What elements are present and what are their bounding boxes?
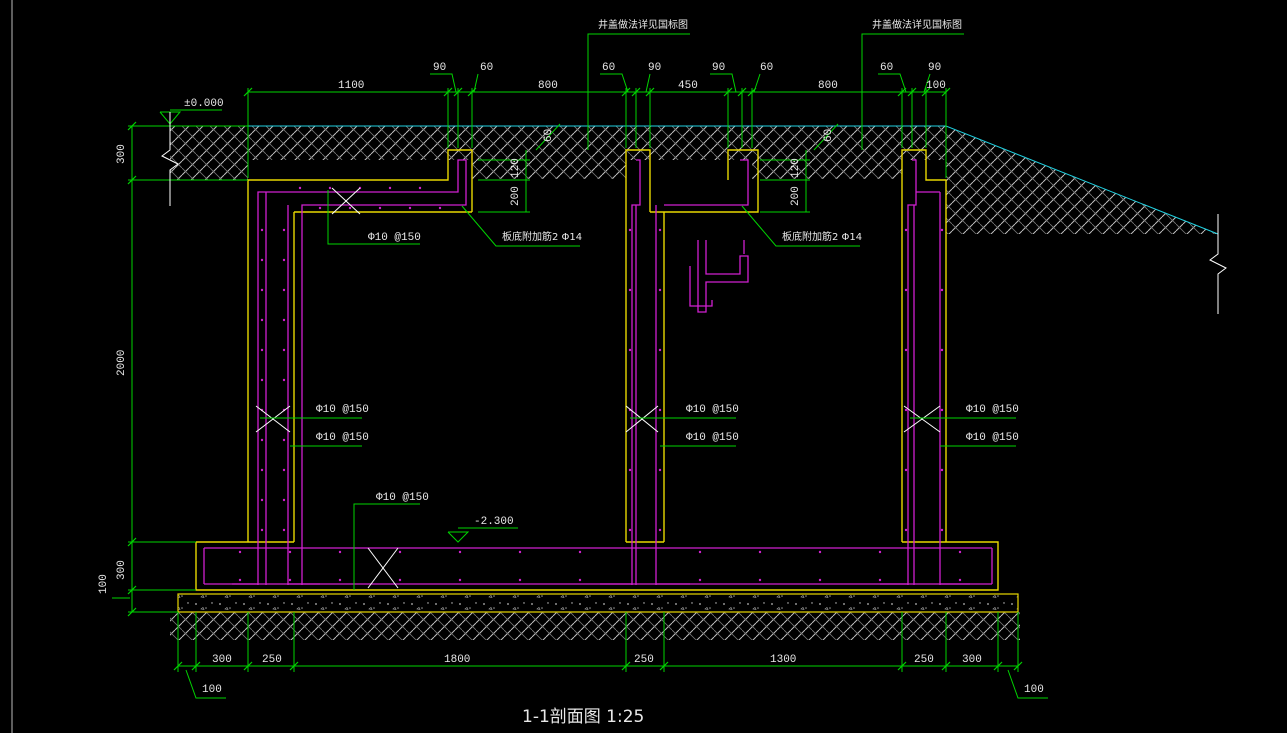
dim-450: 450 [678,80,698,92]
rebar-note-wall-left-1: Φ10 @150 [316,404,369,416]
rebar [203,159,993,585]
dim-800b: 800 [818,80,838,92]
dim-100-left: 100 [98,574,110,594]
rebar-note-wall-right-1: Φ10 @150 [966,404,1019,416]
dim-100-bottom-right: 100 [1024,684,1044,696]
rebar-note-wall-mid-2: Φ10 @150 [686,432,739,444]
dim-300-base: 300 [116,560,128,580]
soil-hatch [170,126,1218,640]
cover-note-right: 井盖做法详见国标图 [872,18,962,31]
dim-800a: 800 [538,80,558,92]
dim-250b: 250 [634,654,654,666]
dim-120-slab-left: 120 [510,158,522,178]
dim-90a: 90 [433,62,446,74]
dim-2000: 2000 [116,350,128,376]
dim-250c: 250 [914,654,934,666]
dim-100: 100 [926,80,946,92]
dim-60c: 60 [760,62,773,74]
dim-60-slab-right: 60 [823,129,835,142]
dim-90c: 90 [712,62,725,74]
concrete-outline [177,149,1019,613]
slab-rebar-note-right: 板底附加筋2 Φ14 [782,230,862,243]
rebar-note-top-slab: Φ10 @150 [368,232,421,244]
dim-90b: 90 [648,62,661,74]
rebar-note-wall-left-2: Φ10 @150 [316,432,369,444]
dim-100-bottom-left: 100 [202,684,222,696]
dim-90d: 90 [928,62,941,74]
rebar-note-bottom-slab: Φ10 @150 [376,492,429,504]
dim-300a: 300 [212,654,232,666]
dim-300b: 300 [962,654,982,666]
dim-300-top: 300 [116,144,128,164]
labels: 井盖做法详见国标图 井盖做法详见国标图 1100 90 60 800 60 90… [98,18,1044,727]
dim-200-slab-left: 200 [510,186,522,206]
dim-200-slab-right: 200 [790,186,802,206]
dim-1800: 1800 [444,654,470,666]
dim-1100: 1100 [338,80,364,92]
drawing-title: 1-1剖面图 1:25 [522,707,644,727]
level-top: ±0.000 [184,98,224,110]
cover-note-left: 井盖做法详见国标图 [598,18,688,31]
dim-60b: 60 [602,62,615,74]
dim-60a: 60 [480,62,493,74]
slab-rebar-note-left: 板底附加筋2 Φ14 [502,230,582,243]
dim-60d: 60 [880,62,893,74]
dim-1300: 1300 [770,654,796,666]
dim-120-slab-right: 120 [790,158,802,178]
level-bottom: -2.300 [474,516,514,528]
rebar-note-wall-right-2: Φ10 @150 [966,432,1019,444]
rebar-note-wall-mid-1: Φ10 @150 [686,404,739,416]
dim-250a: 250 [262,654,282,666]
dimension-lines [112,33,1227,699]
dim-60-slab-left: 60 [543,129,555,142]
